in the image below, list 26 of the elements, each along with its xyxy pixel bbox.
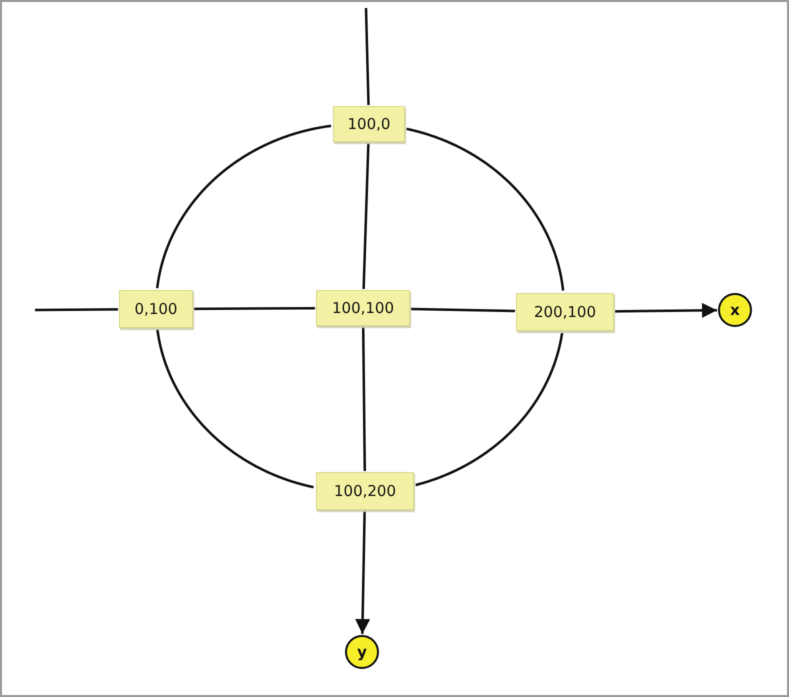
axis-line — [364, 8, 370, 106]
label-box — [516, 293, 614, 331]
circle-arc — [406, 128, 564, 291]
axis-end-circle — [718, 293, 752, 327]
coordinate-label: 100,100 — [332, 299, 394, 317]
axis-line — [35, 308, 118, 312]
label-box — [333, 106, 405, 142]
axis-line — [362, 142, 370, 290]
circle-arc — [415, 332, 564, 486]
label-box — [316, 472, 414, 510]
coordinate-label: 100,0 — [348, 115, 390, 133]
axis-line — [410, 308, 516, 312]
coordinate-label: 200,100 — [534, 303, 596, 321]
axis-name: x — [730, 301, 740, 319]
axis-end-circle — [345, 635, 379, 669]
coordinate-label: 0,100 — [134, 300, 178, 318]
circle-arc — [156, 329, 314, 488]
coordinate-label: 100,200 — [334, 482, 396, 500]
axis-line — [362, 326, 366, 472]
axis-line — [194, 306, 315, 310]
label-box — [119, 290, 193, 328]
axis-arrow — [614, 302, 718, 318]
axis-name: y — [357, 643, 367, 661]
circle-arc — [156, 124, 332, 288]
label-box — [316, 290, 410, 326]
axis-arrow — [355, 510, 370, 634]
